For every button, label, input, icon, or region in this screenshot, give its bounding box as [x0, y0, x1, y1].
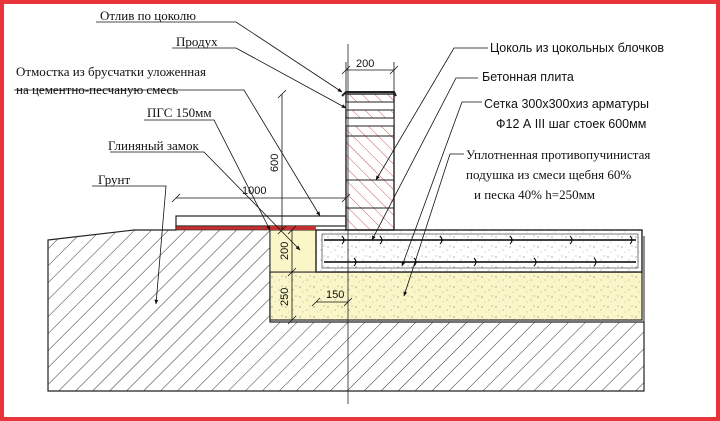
blind-area-paving: [175, 215, 347, 227]
label-slab: Бетонная плита: [482, 70, 574, 84]
label-vent: Продух: [176, 34, 218, 49]
label-cushion-2: подушка из смеси щебня 60%: [466, 167, 631, 182]
label-mesh-1: Сетка 300х300хиз арматуры: [484, 97, 649, 111]
label-blind-area-1: Отмостка из брусчатки уложенная: [16, 64, 206, 79]
label-ground: Грунт: [98, 172, 130, 187]
label-mesh-2: Ф12 А III шаг стоек 600мм: [496, 117, 646, 131]
pgs-layer: [269, 229, 317, 273]
label-drip-flashing: Отлив по цоколю: [100, 8, 196, 23]
label-clay-lock: Глиняный замок: [108, 138, 199, 153]
label-pgs: ПГС 150мм: [147, 105, 212, 120]
plinth-wall: [345, 93, 395, 231]
dim-plinth-width: 200: [356, 58, 374, 70]
foundation-section-drawing: 200 600 1000 200 250 150 Отлив по цоколю…: [14, 8, 664, 404]
label-blind-area-2: на цементно-песчаную смесь: [16, 82, 178, 97]
drawing-frame: 200 600 1000 200 250 150 Отлив по цоколю…: [4, 4, 716, 417]
cement-sand-bed: [175, 225, 271, 231]
dim-blind-area: 1000: [242, 185, 266, 197]
dim-offset: 150: [326, 289, 344, 301]
vent-opening: [345, 101, 395, 111]
dim-slab-thickness: 200: [279, 242, 291, 260]
label-plinth: Цоколь из цокольных блочков: [490, 41, 664, 55]
clay-lock: [270, 226, 316, 230]
dim-cushion-thickness: 250: [279, 288, 291, 306]
label-cushion-3: и песка 40% h=250мм: [474, 187, 595, 202]
rebar-ties: [341, 235, 633, 267]
ground-under-slab: [270, 236, 645, 391]
dim-plinth-height: 600: [269, 154, 281, 172]
drip-flashing: [341, 91, 397, 97]
label-cushion-1: Уплотненная противопучинистая: [466, 147, 650, 162]
